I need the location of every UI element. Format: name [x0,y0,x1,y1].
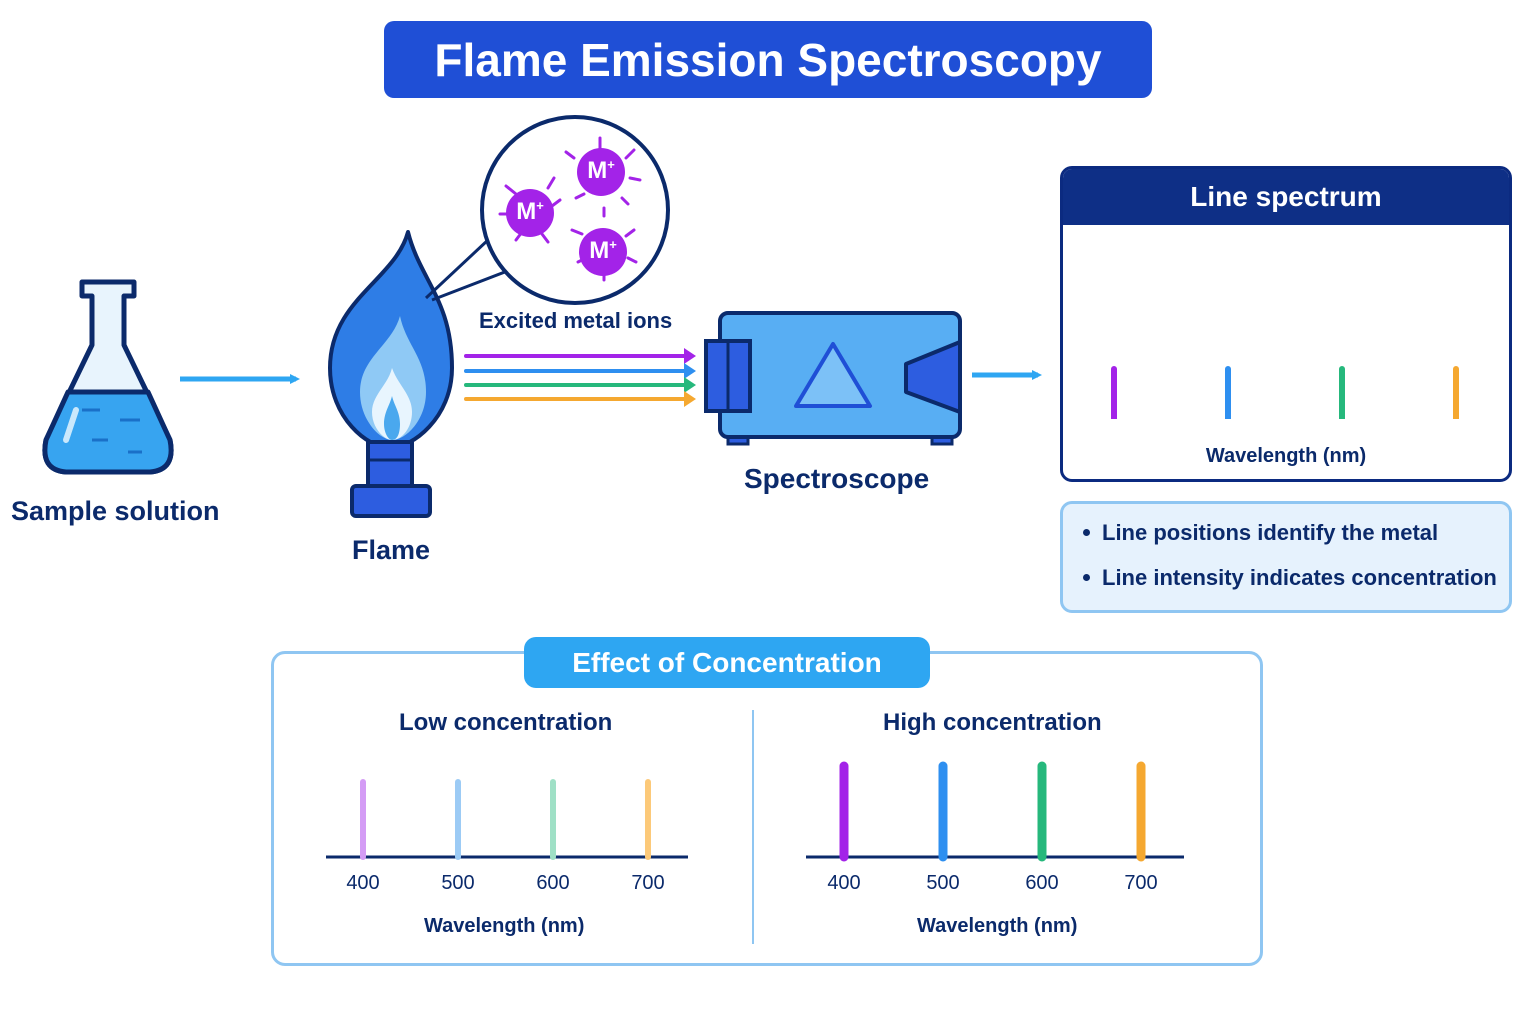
ion-icon [579,228,627,276]
high-concentration-tick-label: 500 [926,872,959,894]
low-concentration-tick-label: 400 [346,872,379,894]
bullet-icon [1083,573,1090,581]
high-concentration-plot: 400 500 600 700 [806,761,1184,894]
spectroscope-icon [704,311,962,446]
flame-label: Flame [352,535,431,565]
ion-label: M+ [587,157,615,184]
high-concentration-tick-label: 600 [1025,872,1058,894]
ion-label: M+ [516,198,544,225]
page-title: Flame Emission Spectroscopy [384,21,1152,98]
high-concentration-tick-label: 400 [827,872,860,894]
low-concentration-title: Low concentration [399,709,613,736]
ions-bubble [424,115,670,305]
low-concentration-tick-label: 700 [631,872,664,894]
line-spectrum-title: Line spectrum [1063,169,1509,225]
sample-label: Sample solution [11,496,220,526]
high-concentration-title: High concentration [883,709,1102,736]
concentration-title: Effect of Concentration [524,637,930,688]
ion-label: M+ [589,237,617,264]
ions-label: Excited metal ions [479,308,673,333]
low-concentration-tick-label: 500 [441,872,474,894]
flame-icon [328,230,454,450]
bullet-icon [1083,528,1090,536]
notes-box: Line positions identify the metal Line i… [1060,501,1512,613]
burner-icon [350,440,432,518]
line-spectrum-xlabel: Wavelength (nm) [1205,445,1367,467]
emission-beams [464,348,696,407]
high-concentration-tick-label: 700 [1124,872,1157,894]
note-item: Line intensity indicates concentration [1079,563,1497,608]
note-item: Line positions identify the metal [1079,518,1493,563]
spectroscope-label: Spectroscope [744,463,930,494]
ion-icon [506,189,554,237]
low-concentration-plot: 400 500 600 700 [326,779,688,894]
flask-icon [42,279,174,475]
low-concentration-xlabel: Wavelength (nm) [424,915,585,937]
ion-icon [577,148,625,196]
high-concentration-xlabel: Wavelength (nm) [917,915,1078,937]
low-concentration-tick-label: 600 [536,872,569,894]
